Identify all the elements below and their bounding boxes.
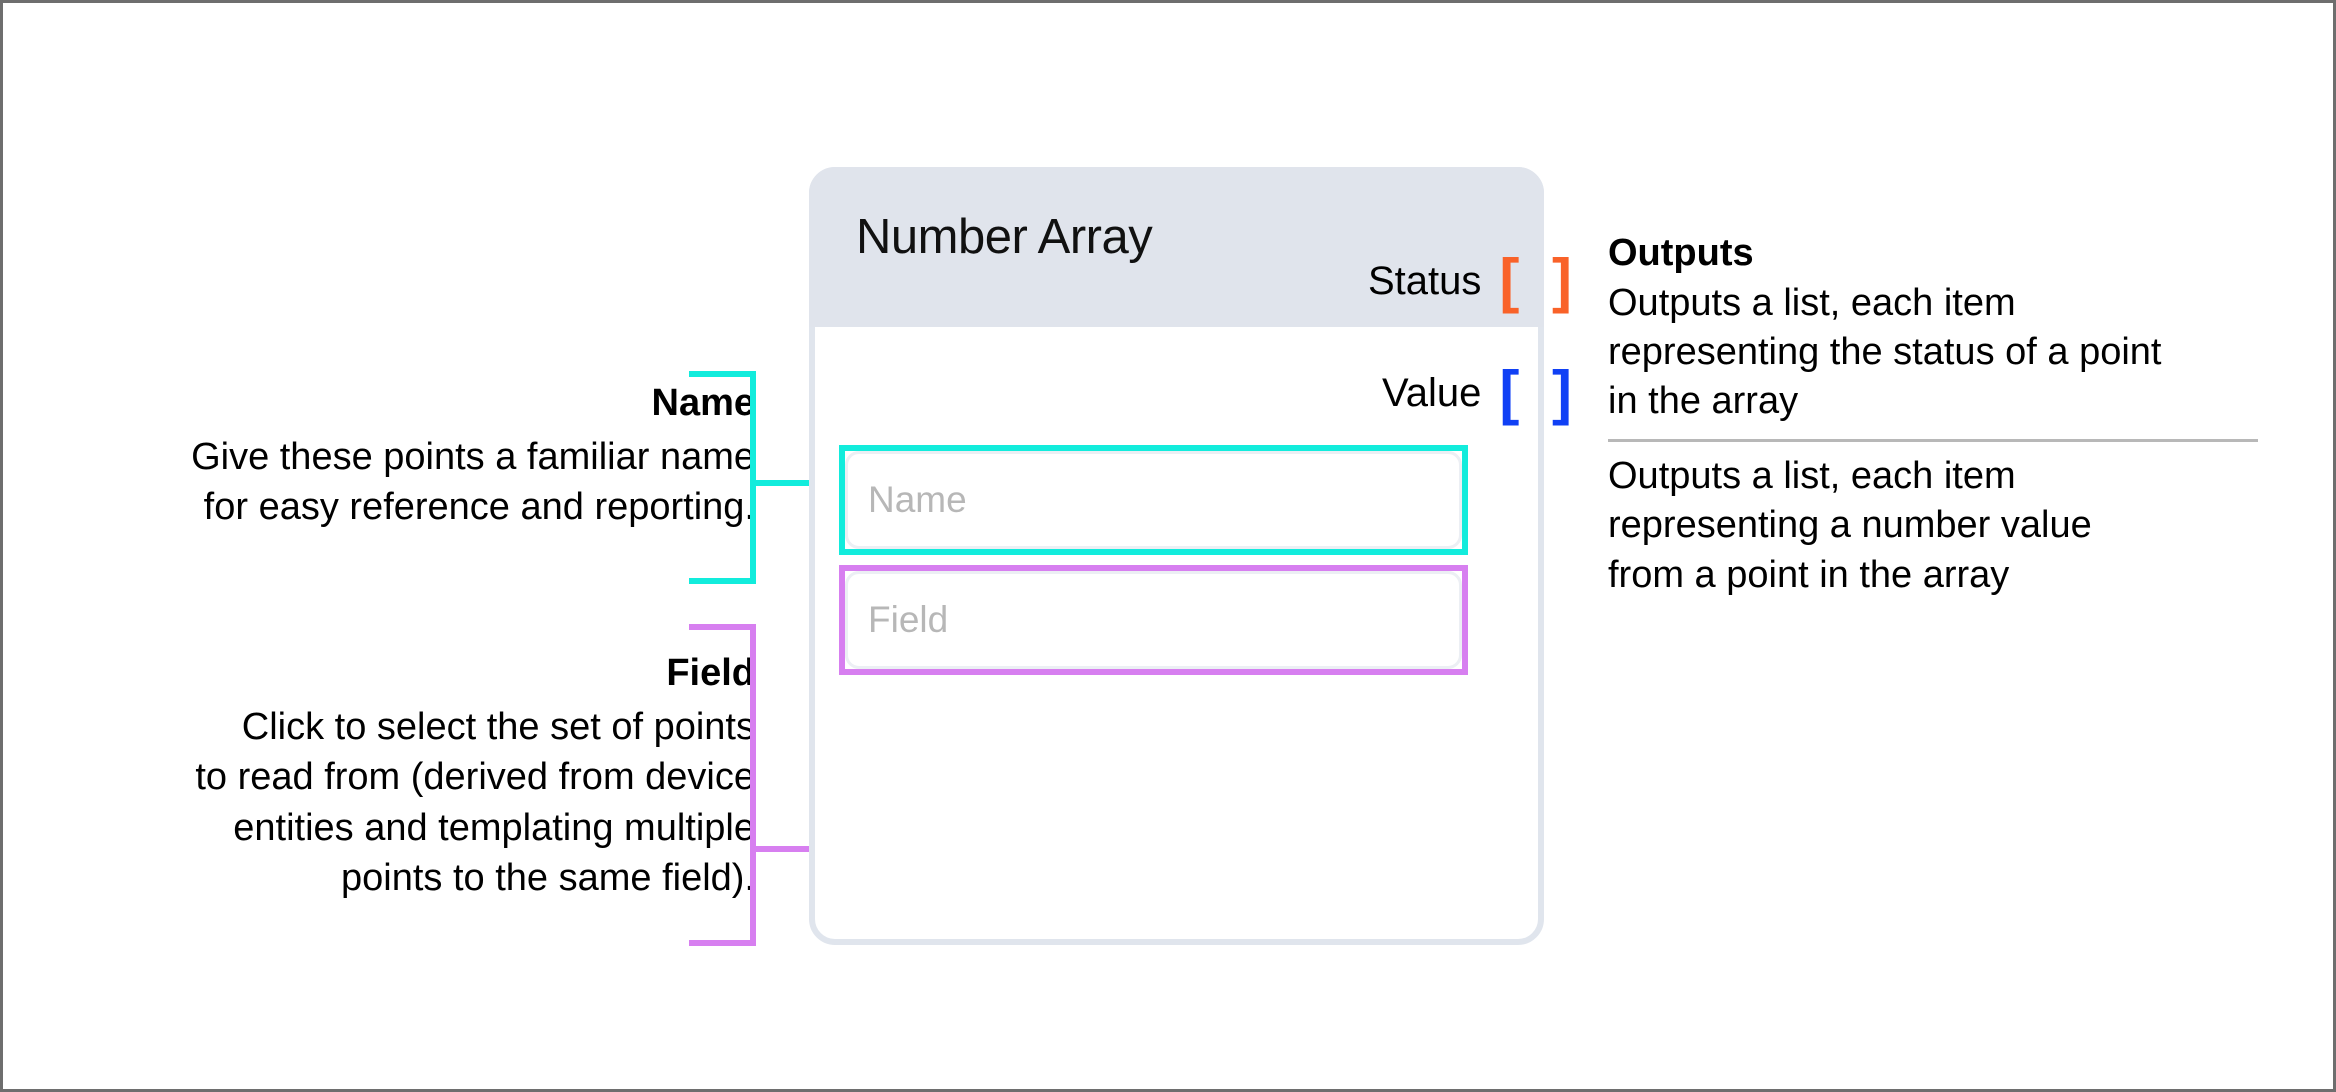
callout-name-bracket-stem — [750, 371, 756, 584]
annotation-field-body: Click to select the set of points to rea… — [195, 705, 755, 900]
output-port-status[interactable]: Status [ ] — [1367, 251, 1572, 311]
outputs-value-description: Outputs a list, each item representing a… — [1608, 454, 2092, 596]
annotation-name-title: Name — [651, 382, 756, 424]
name-input[interactable] — [845, 451, 1462, 549]
output-port-value-label: Value — [1382, 371, 1482, 415]
callout-field-bracket-stem — [750, 624, 756, 946]
output-port-status-label: Status — [1367, 259, 1482, 303]
field-input[interactable] — [845, 571, 1462, 669]
node-header: Number Array — [809, 167, 1544, 327]
node-title: Number Array — [856, 210, 1153, 264]
callout-field-bracket-top — [689, 624, 756, 630]
array-bracket-icon: [ ] — [1499, 359, 1580, 426]
number-array-node-card[interactable]: Number Array Status [ ] Value [ ] — [809, 167, 1572, 945]
callout-field-leader-h — [750, 846, 842, 852]
annotation-name: Name Give these points a familiar name f… — [55, 381, 755, 533]
outputs-heading: Outputs — [1608, 232, 1754, 274]
annotation-name-body: Give these points a familiar name for ea… — [191, 435, 755, 529]
output-port-value[interactable]: Value [ ] — [1382, 363, 1572, 423]
outputs-divider — [1608, 438, 2258, 442]
array-bracket-icon: [ ] — [1499, 247, 1580, 314]
annotation-field-title: Field — [666, 652, 755, 694]
name-input-wrapper — [839, 445, 1468, 555]
field-input-wrapper — [839, 565, 1468, 675]
outputs-annotation-panel: Outputs Outputs a list, each item repres… — [1608, 231, 2298, 600]
callout-field-bracket-bottom — [689, 940, 756, 946]
annotation-field: Field Click to select the set of points … — [55, 651, 755, 904]
callout-name-bracket-bottom — [689, 578, 756, 584]
outputs-status-description: Outputs a list, each item representing t… — [1608, 281, 2162, 423]
callout-name-bracket-top — [689, 371, 756, 377]
